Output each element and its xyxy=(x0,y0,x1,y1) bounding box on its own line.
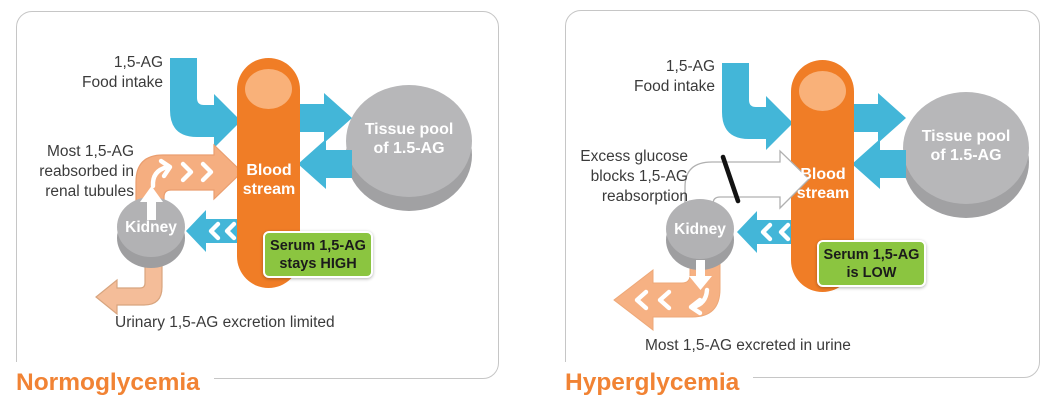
tissue-pool-label: Tissue pool of 1.5-AG xyxy=(921,128,1011,164)
serum-status-badge: Serum 1,5-AG is LOW xyxy=(817,240,926,287)
food-intake-label: 1,5-AG Food intake xyxy=(634,58,715,95)
blocked-reabsorption-note: Excess glucose blocks 1,5-AG reabsorptio… xyxy=(580,148,688,205)
kidney-label: Kidney xyxy=(674,221,726,238)
food-intake-label: 1,5-AG Food intake xyxy=(82,54,163,91)
urine-excretion-note: Most 1,5-AG excreted in urine xyxy=(645,337,851,354)
blood-stream-label: Blood stream xyxy=(242,162,296,198)
blood-stream-label: Blood stream xyxy=(796,166,850,202)
kidney-label: Kidney xyxy=(125,219,177,236)
urinary-excretion-note: Urinary 1,5-AG excretion limited xyxy=(115,314,335,331)
tissue-pool-label: Tissue pool of 1.5-AG xyxy=(364,121,454,157)
panel-title-hyperglycemia: Hyperglycemia xyxy=(565,362,754,406)
panel-title-normoglycemia: Normoglycemia xyxy=(16,362,214,406)
serum-status-badge: Serum 1,5-AG stays HIGH xyxy=(263,231,373,278)
reabsorption-note: Most 1,5-AG reabsorbed in renal tubules xyxy=(39,143,134,200)
